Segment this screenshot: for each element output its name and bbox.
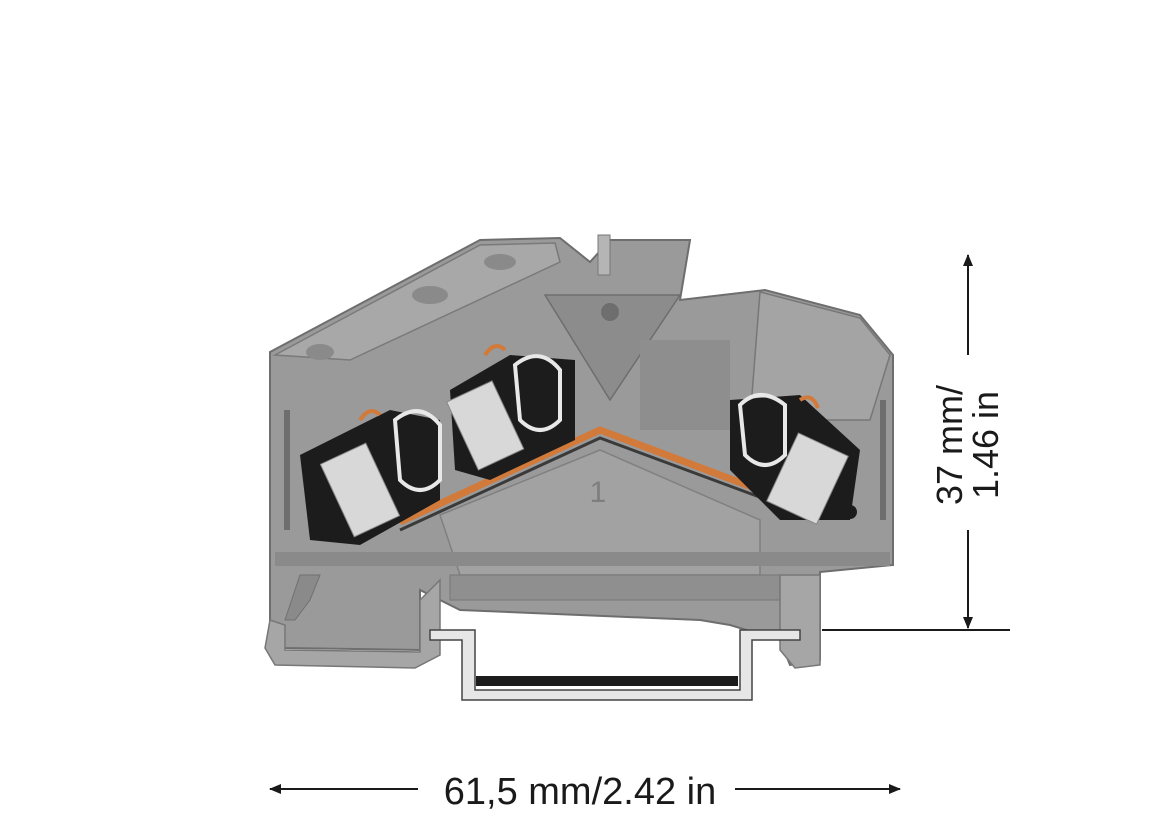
side-slot-right: [880, 400, 886, 520]
top-ridge-left: [272, 242, 561, 361]
height-label-line2: 1.46 in: [965, 391, 1006, 499]
base-bottom-step: [449, 574, 802, 601]
height-label-line1: 37 mm/: [929, 385, 970, 505]
center-hole: [601, 303, 619, 321]
width-label: 61,5 mm/2.42 in: [444, 771, 716, 813]
right-tower-slot: [640, 340, 730, 430]
foot-right: [779, 574, 821, 669]
clamp-left: [300, 409, 442, 545]
din-rail: [429, 629, 801, 701]
test-port-2: [412, 286, 448, 304]
test-port-1: [306, 344, 334, 360]
width-dimension: 61,5 mm/2.42 in: [269, 771, 901, 813]
din-rail-shadow: [476, 676, 738, 686]
busbar-shadow: [399, 436, 801, 532]
test-port-3: [484, 254, 516, 270]
mount-hole-right: [843, 505, 857, 519]
mount-hole-left: [315, 513, 329, 527]
foot-left-hook: [284, 574, 321, 621]
foot-left: [264, 578, 441, 669]
clamp-middle: [446, 344, 575, 480]
center-post: [597, 234, 611, 276]
height-dimension: 37 mm/ 1.46 in: [822, 254, 1010, 631]
terminal-block: 1: [248, 222, 913, 701]
busbar: [398, 426, 802, 526]
side-slot-left: [284, 410, 290, 530]
marking-label: 1: [590, 476, 607, 509]
bottom-ledge: [275, 552, 890, 566]
clamp-right: [730, 393, 860, 525]
